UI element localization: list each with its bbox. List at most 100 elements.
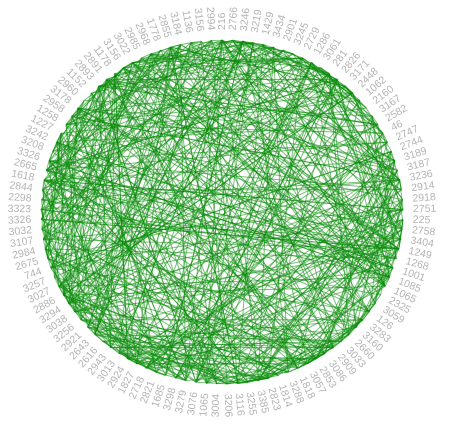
edge [102,319,364,342]
edge [232,39,264,46]
node-label: 3279 [173,389,189,414]
edge [90,92,218,385]
edge [384,276,390,287]
edge [185,371,289,381]
edge [371,115,379,125]
edge [114,73,218,385]
edge [87,326,342,342]
node-label: 3326 [8,214,32,227]
edge [114,73,129,359]
node-label: 3032 [8,224,33,238]
node-label: 3236 [409,168,434,184]
edge [58,285,259,381]
edge [127,358,238,384]
node-label: 2758 [411,224,436,238]
edge [40,218,279,376]
edge [63,294,186,381]
edge [123,42,254,69]
edge [40,49,162,220]
edge [185,62,313,381]
edge [44,179,399,250]
edge [257,179,401,381]
edge [80,319,289,373]
edge [127,160,396,360]
node-label: 216 [216,12,228,30]
edge [118,141,388,354]
edge [65,124,326,354]
node-label: 2766 [227,6,240,30]
edge [66,79,338,126]
node-label: 3206 [222,394,235,418]
node-label: 2823 [265,386,283,412]
node-label: 2994 [204,7,217,31]
node-label: 2914 [411,179,436,194]
edge [94,39,223,335]
node-label: 46 [389,118,405,134]
edge [44,248,299,369]
edge [141,57,400,250]
edge [155,371,166,376]
edge [122,67,326,354]
edge [205,115,373,384]
edge [344,85,384,134]
edge [54,124,379,278]
edge [68,46,274,305]
edge [90,92,157,373]
edge [63,85,346,296]
edge [190,42,342,342]
edge [150,53,400,250]
node-label: 3246 [238,7,253,32]
node-label: 3187 [406,156,432,173]
edge [63,285,386,296]
node-label: 3219 [249,8,265,33]
node-label: 2298 [8,191,32,205]
edge [287,133,384,373]
edge [206,352,326,384]
edge [195,42,254,383]
edge [297,352,326,369]
node-label: 744 [23,265,44,282]
edge [56,142,89,328]
node-label: 3004 [210,394,223,418]
edge [110,40,244,348]
edge [237,44,264,384]
edge [288,367,298,373]
node-label: 3298 [161,386,179,412]
node-label: 1065 [197,393,211,417]
edge [41,67,321,230]
edge [58,276,390,287]
edge [150,44,181,55]
edge [58,40,244,287]
edge [98,39,223,87]
edge [58,49,284,287]
edge [127,47,172,359]
edge [106,79,157,373]
edge [399,179,402,190]
edge [41,199,317,360]
edge [45,160,50,171]
edge [84,99,373,117]
edge [145,160,396,369]
edge [257,276,390,381]
edge [114,73,207,384]
edge [262,44,334,348]
edge [74,311,186,381]
edge [145,100,361,369]
node-label: 3255 [244,391,259,416]
edge [132,39,233,64]
edge [348,179,401,335]
node-label: 3076 [185,391,200,416]
node-label: 2918 [412,191,436,205]
node-label: 1136 [180,9,196,33]
edge [94,46,172,335]
edge [302,57,402,240]
node-label: 3184 [167,11,184,37]
edge [118,352,186,381]
edge [43,238,399,250]
edge [110,57,303,348]
edge [46,46,171,171]
edge [131,62,370,313]
edge [54,49,162,278]
edge [165,39,223,376]
